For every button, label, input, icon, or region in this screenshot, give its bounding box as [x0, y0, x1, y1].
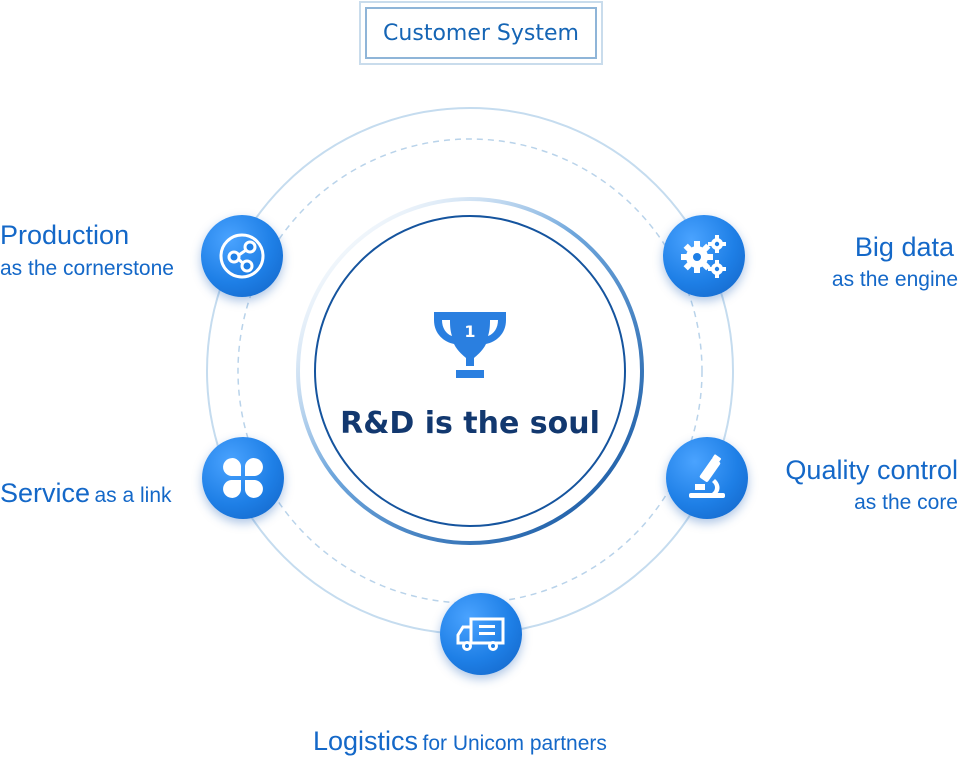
production-title: Production	[0, 220, 130, 250]
quality-subtitle: as the core	[854, 491, 958, 514]
truck-icon	[456, 617, 505, 651]
big-data-subtitle: as the engine	[831, 268, 958, 291]
logistics-subtitle: for Unicom partners	[422, 732, 607, 755]
trophy-number: 1	[464, 322, 475, 341]
trophy-icon: 1	[434, 312, 506, 378]
service-title: Service	[0, 478, 91, 508]
service-subtitle: as a link	[94, 484, 172, 507]
production-subtitle: as the cornerstone	[0, 257, 174, 280]
logistics-node	[440, 593, 522, 675]
quality-node	[666, 437, 748, 519]
service-label: Service as a link	[0, 478, 172, 509]
glow-ring	[296, 197, 644, 545]
microscope-icon	[689, 454, 725, 498]
production-node	[201, 215, 283, 297]
gears-icon	[681, 235, 726, 278]
diagram-title: Customer System	[365, 7, 597, 59]
service-node	[202, 437, 284, 519]
big-data-node	[663, 215, 745, 297]
clover-icon	[223, 458, 263, 498]
logistics-label: Logistics for Unicom partners	[313, 726, 607, 757]
center-title: R&D is the soul	[340, 406, 600, 441]
quality-title: Quality control	[785, 455, 958, 485]
share-nodes-icon	[219, 233, 265, 279]
title-box: Customer System	[359, 1, 603, 65]
logistics-title: Logistics	[313, 726, 419, 756]
big-data-title: Big data	[854, 232, 954, 262]
